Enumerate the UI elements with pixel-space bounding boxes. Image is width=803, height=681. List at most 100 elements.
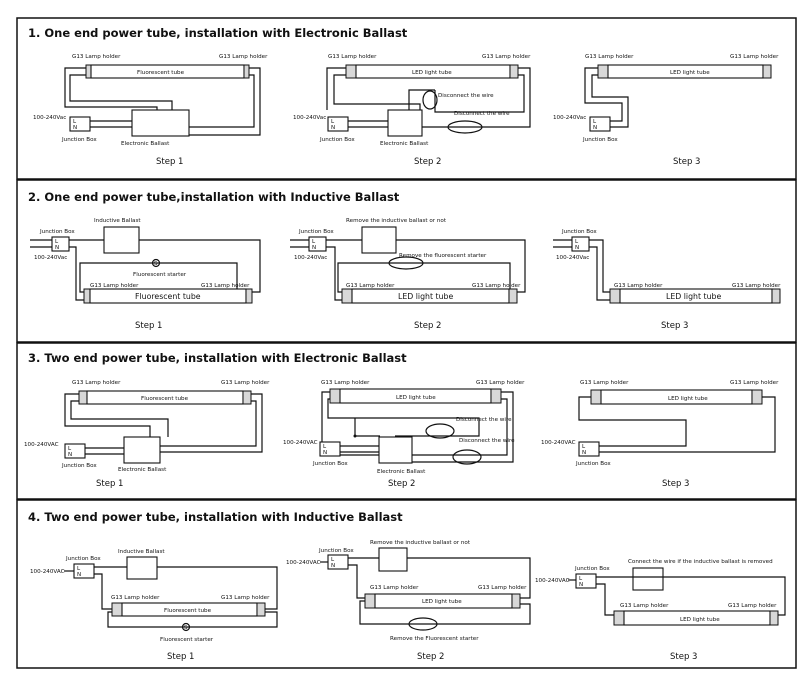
disconnect-note-1: Disconnect the wire xyxy=(438,93,494,99)
electronic-ballast xyxy=(131,109,190,137)
jbox-terminal-n: N xyxy=(312,245,316,251)
wire xyxy=(69,246,84,301)
wire xyxy=(596,583,614,616)
jbox-label: Junction Box xyxy=(312,461,348,467)
holder-left-label: G13 Lamp holder xyxy=(614,283,663,289)
wire xyxy=(157,566,278,610)
voltage-label: 100-240Vac xyxy=(553,115,586,121)
wire xyxy=(69,74,173,110)
holder-left-label: G13 Lamp holder xyxy=(328,54,377,60)
ballast-label: Inductive Ballast xyxy=(118,549,165,555)
section-1-step-3: G13 Lamp holder G13 Lamp holder LED ligh… xyxy=(553,54,779,167)
wire xyxy=(107,611,278,628)
lamp-holder-left xyxy=(78,390,88,405)
lamp-holder-right xyxy=(511,593,521,609)
section-1: 1. One end power tube, installation with… xyxy=(16,17,797,180)
lamp-holder-left xyxy=(341,288,353,304)
jbox-terminal-l: L xyxy=(331,557,335,563)
step-label: Step 1 xyxy=(135,321,162,331)
lamp-holder-right xyxy=(509,64,519,79)
jbox-label: Junction Box xyxy=(61,463,97,469)
section-1-title: 1. One end power tube, installation with… xyxy=(28,26,408,40)
lamp-holder-right xyxy=(490,388,502,404)
disconnect-note-2: Disconnect the wire xyxy=(459,438,515,444)
starter-label: Fluorescent starter xyxy=(133,272,187,278)
wire xyxy=(412,398,508,456)
step-label: Step 3 xyxy=(662,479,689,489)
section-3-title: 3. Two end power tube, installation with… xyxy=(28,351,407,365)
holder-right-label: G13 Lamp holder xyxy=(732,283,781,289)
ballast-label: Electronic Ballast xyxy=(380,141,429,147)
jbox-terminal-l: L xyxy=(77,566,81,572)
junction-box xyxy=(327,116,349,132)
wire xyxy=(64,67,158,110)
holder-left-label: G13 Lamp holder xyxy=(321,380,370,386)
remove-starter-marker xyxy=(408,617,438,631)
section-2: 2. One end power tube,installation with … xyxy=(16,179,797,343)
jbox-terminal-l: L xyxy=(312,239,316,245)
starter-symbol: S xyxy=(154,261,158,267)
wire xyxy=(326,246,342,301)
section-3-step-3: G13 Lamp holder G13 Lamp holder LED ligh… xyxy=(541,380,779,489)
step-label: Step 2 xyxy=(388,479,415,489)
step-label: Step 3 xyxy=(670,652,697,662)
voltage-label: 100-240VAC xyxy=(283,440,318,446)
starter-symbol: S xyxy=(184,625,188,631)
tube-label: LED light tube xyxy=(670,70,710,76)
tube-label: LED light tube xyxy=(422,599,462,605)
jbox-label: Junction Box xyxy=(574,566,610,572)
wire xyxy=(139,239,261,293)
jbox-label: Junction Box xyxy=(561,229,597,235)
wire xyxy=(327,398,480,437)
jbox-terminal-n: N xyxy=(323,450,327,456)
wire xyxy=(321,391,379,456)
section-1-frame xyxy=(16,17,797,180)
wire xyxy=(333,74,421,110)
voltage-label: 100-240VAC xyxy=(535,578,570,584)
jbox-terminal-l: L xyxy=(323,444,327,450)
wire xyxy=(596,576,786,616)
holder-left-label: G13 Lamp holder xyxy=(90,283,139,289)
jbox-terminal-n: N xyxy=(593,125,597,131)
lamp-holder-right xyxy=(243,64,250,79)
holder-left-label: G13 Lamp holder xyxy=(620,603,669,609)
step-label: Step 2 xyxy=(417,652,444,662)
voltage-label: 100-240Vac xyxy=(33,115,66,121)
inductive-ballast-dashed xyxy=(632,567,664,591)
lamp-holder-right xyxy=(245,288,253,304)
wire xyxy=(94,573,112,610)
lamp-holder-left xyxy=(329,388,341,404)
section-2-step-2: Junction Box L N 100-240Vac Remove the i… xyxy=(290,218,526,331)
section-3-frame xyxy=(16,342,797,500)
inductive-ballast xyxy=(103,226,140,254)
lamp-holder-right xyxy=(762,64,772,79)
ballast-label: Electronic Ballast xyxy=(118,467,167,473)
wire xyxy=(160,400,257,447)
junction-box xyxy=(51,236,70,252)
disconnect-marker-2 xyxy=(452,449,482,465)
junction-box xyxy=(571,236,590,252)
tube-label: Fluorescent tube xyxy=(135,292,201,301)
jbox-label: Junction Box xyxy=(61,137,97,143)
jbox-label: Junction Box xyxy=(298,229,334,235)
junction-box xyxy=(308,236,327,252)
jbox-terminal-n: N xyxy=(579,582,583,588)
section-4-step-1: Junction Box L N 100-240VAC Inductive Ba… xyxy=(30,549,278,662)
wire xyxy=(408,89,435,110)
step-label: Step 1 xyxy=(156,157,183,167)
starter-symbol-circle xyxy=(151,258,161,268)
junction-box xyxy=(578,441,600,457)
jbox-terminal-n: N xyxy=(331,563,335,569)
wire xyxy=(599,396,776,453)
jbox-terminal-l: L xyxy=(73,119,77,125)
disconnect-marker-1 xyxy=(422,90,438,110)
holder-right-label: G13 Lamp holder xyxy=(472,283,521,289)
section-4-title: 4. Two end power tube, installation with… xyxy=(28,510,403,524)
lamp-holder-left xyxy=(364,593,376,609)
section-4-step-3: Junction Box L N 100-240VAC Connect the … xyxy=(535,559,786,662)
jbox-terminal-l: L xyxy=(593,119,597,125)
lamp-holder-right xyxy=(771,288,781,304)
wire xyxy=(591,74,629,128)
lamp-holder-left xyxy=(345,64,357,79)
disconnect-marker-1 xyxy=(425,423,455,439)
